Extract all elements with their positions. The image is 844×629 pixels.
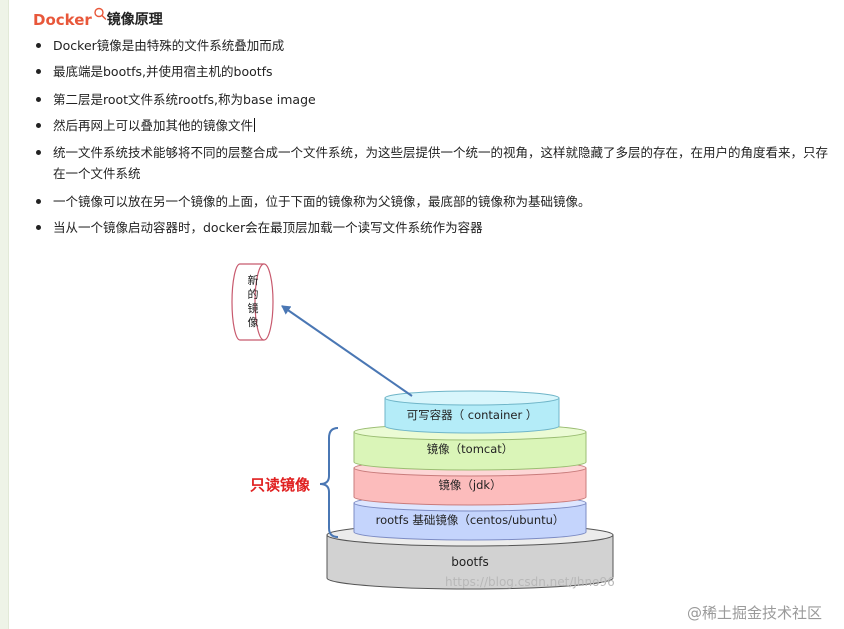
- readonly-brace: [319, 427, 339, 538]
- left-margin-stripe: [0, 0, 9, 629]
- new-image-char: 新: [248, 273, 259, 287]
- heading-brand: Docker: [33, 11, 92, 29]
- list-item: 第二层是root文件系统rootfs,称为base image: [33, 89, 833, 110]
- layer-tomcat-label: 镜像（tomcat）: [427, 442, 514, 456]
- layer-rootfs-label: rootfs 基础镜像（centos/ubuntu）: [376, 513, 565, 527]
- layer-jdk-label: 镜像（jdk）: [438, 478, 501, 492]
- new-image-char: 的: [248, 287, 259, 301]
- layer-bootfs-label: bootfs: [451, 555, 488, 569]
- source-watermark: https://blog.csdn.net/Jhno96: [445, 575, 615, 589]
- list-item: 然后再网上可以叠加其他的镜像文件: [33, 115, 833, 136]
- list-item: 一个镜像可以放在另一个镜像的上面，位于下面的镜像称为父镜像，最底部的镜像称为基础…: [33, 191, 833, 212]
- new-image-char: 镜: [248, 301, 259, 315]
- layer-container: 可写容器（ container ）: [384, 390, 560, 434]
- bullet-list: Docker镜像是由特殊的文件系统叠加而成 最底端是bootfs,并使用宿主机的…: [33, 35, 833, 238]
- list-item: 最底端是bootfs,并使用宿主机的bootfs: [33, 61, 833, 82]
- site-watermark: @稀土掘金技术社区: [686, 604, 822, 622]
- list-item-text: 然后再网上可以叠加其他的镜像文件: [53, 118, 254, 133]
- section-heading: Docker 镜像原理: [33, 7, 163, 32]
- heading-title: 镜像原理: [106, 12, 163, 28]
- list-item: 当从一个镜像启动容器时，docker会在最顶层加载一个读写文件系统作为容器: [33, 217, 833, 238]
- commit-arrow: [281, 305, 413, 397]
- new-image-char: 像: [248, 316, 259, 329]
- list-item: 统一文件系统技术能够将不同的层整合成一个文件系统，为这些层提供一个统一的视角，这…: [33, 142, 833, 184]
- new-image-cylinder: 新 的 镜 像: [231, 263, 274, 341]
- search-icon: [94, 7, 107, 20]
- readonly-label: 只读镜像: [250, 476, 311, 494]
- layer-container-label: 可写容器（ container ）: [407, 408, 538, 422]
- list-item: Docker镜像是由特殊的文件系统叠加而成: [33, 35, 833, 56]
- text-cursor: [254, 118, 256, 132]
